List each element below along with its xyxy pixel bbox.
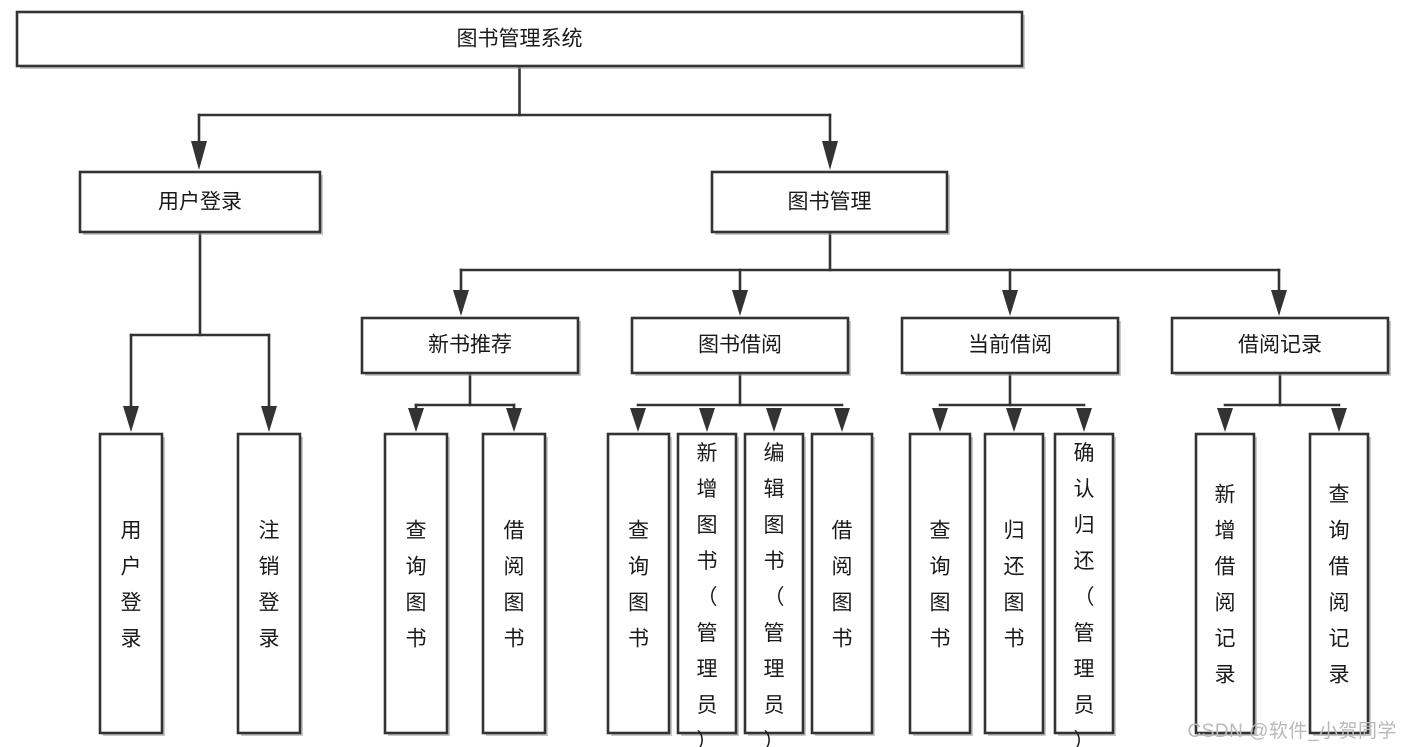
leaf-node-label: 新增借阅记录	[1215, 484, 1236, 687]
leaf-node[interactable]: 查询借阅记录	[1308, 432, 1371, 736]
arrow-head-icon	[191, 141, 207, 170]
arrow-head-icon	[1002, 290, 1018, 316]
leaf-node-label: 借阅图书	[504, 520, 525, 651]
arrow-head-icon	[1006, 408, 1022, 432]
leaf-node[interactable]: 注销登录	[236, 432, 303, 736]
leaf-node[interactable]: 确认归还（管理员）	[1053, 432, 1116, 747]
leaf-node[interactable]: 编辑图书（管理员）	[743, 432, 806, 747]
leaf-node[interactable]: 归还图书	[983, 432, 1046, 736]
arrow-head-icon	[699, 408, 715, 432]
node-root-label: 图书管理系统	[457, 28, 583, 51]
node-current-borrow-label: 当前借阅	[968, 334, 1052, 357]
node-layer: 图书管理系统 用户登录 图书管理 新书推荐 图书	[15, 10, 1391, 747]
leaf-node[interactable]: 新增图书（管理员）	[676, 432, 739, 747]
arrow-head-icon	[834, 408, 850, 432]
leaf-node-label: 新增图书（管理员）	[697, 442, 718, 747]
arrow-head-icon	[732, 290, 748, 316]
arrow-head-icon	[1076, 408, 1092, 432]
node-user-login-label: 用户登录	[158, 191, 242, 214]
node-book-management-label: 图书管理	[788, 191, 872, 214]
leaf-node-label: 归还图书	[1004, 520, 1025, 651]
leaf-node-label: 确认归还（管理员）	[1074, 442, 1095, 747]
connector-layer	[123, 64, 1347, 432]
arrow-head-icon	[630, 408, 646, 432]
arrow-head-icon	[261, 406, 277, 432]
edge-root-to-level2	[191, 64, 838, 170]
leaf-node-label: 用户登录	[121, 520, 142, 651]
arrow-head-icon	[408, 408, 424, 432]
leaf-node[interactable]: 借阅图书	[810, 432, 875, 736]
edge-borrow-to-leaves	[630, 371, 850, 432]
arrow-head-icon	[1271, 290, 1287, 316]
leaf-node[interactable]: 查询图书	[383, 432, 450, 736]
leaf-node-label: 查询图书	[930, 520, 951, 651]
watermark-text: CSDN @软件_小贺同学	[1187, 721, 1397, 742]
node-root[interactable]: 图书管理系统	[15, 10, 1025, 69]
arrow-head-icon	[766, 408, 782, 432]
edge-records-to-leaves	[1217, 371, 1347, 432]
leaf-node-label: 查询借阅记录	[1329, 484, 1350, 687]
node-user-login[interactable]: 用户登录	[78, 170, 323, 235]
arrow-head-icon	[1217, 408, 1233, 432]
node-new-book-recommend-label: 新书推荐	[428, 334, 512, 357]
leaf-node[interactable]: 借阅图书	[481, 432, 548, 736]
leaf-node[interactable]: 查询图书	[606, 432, 672, 736]
arrow-head-icon	[453, 290, 469, 316]
node-book-borrow-label: 图书借阅	[698, 334, 782, 357]
node-current-borrow[interactable]: 当前借阅	[900, 316, 1121, 376]
edge-userlogin-to-leaves	[123, 230, 277, 432]
arrow-head-icon	[506, 408, 522, 432]
edge-current-to-leaves	[932, 371, 1092, 432]
node-borrow-records-label: 借阅记录	[1238, 334, 1322, 357]
leaf-node[interactable]: 用户登录	[98, 432, 165, 736]
arrow-head-icon	[123, 406, 139, 432]
edge-bookmgmt-to-level3	[453, 230, 1287, 316]
arrow-head-icon	[822, 141, 838, 170]
leaf-node[interactable]: 查询图书	[908, 432, 973, 736]
leaf-node-label: 查询图书	[406, 520, 427, 651]
leaf-node-label: 查询图书	[628, 520, 649, 651]
node-borrow-records[interactable]: 借阅记录	[1170, 316, 1391, 376]
leaf-node-label: 借阅图书	[832, 520, 853, 651]
arrow-head-icon	[932, 408, 948, 432]
node-book-management[interactable]: 图书管理	[710, 170, 950, 235]
leaf-node[interactable]: 新增借阅记录	[1194, 432, 1257, 736]
leaf-node-label: 编辑图书（管理员）	[764, 442, 785, 747]
leaf-node-layer: 用户登录 注销登录 查询图书 借阅图书 查询图书 新增图书（管理员） 编辑图书（管理员） 借阅…	[98, 432, 1371, 747]
arrow-head-icon	[1331, 408, 1347, 432]
node-new-book-recommend[interactable]: 新书推荐	[360, 316, 581, 376]
node-book-borrow[interactable]: 图书借阅	[630, 316, 851, 376]
edge-newbook-to-leaves	[408, 371, 522, 432]
leaf-node-label: 注销登录	[259, 520, 280, 651]
